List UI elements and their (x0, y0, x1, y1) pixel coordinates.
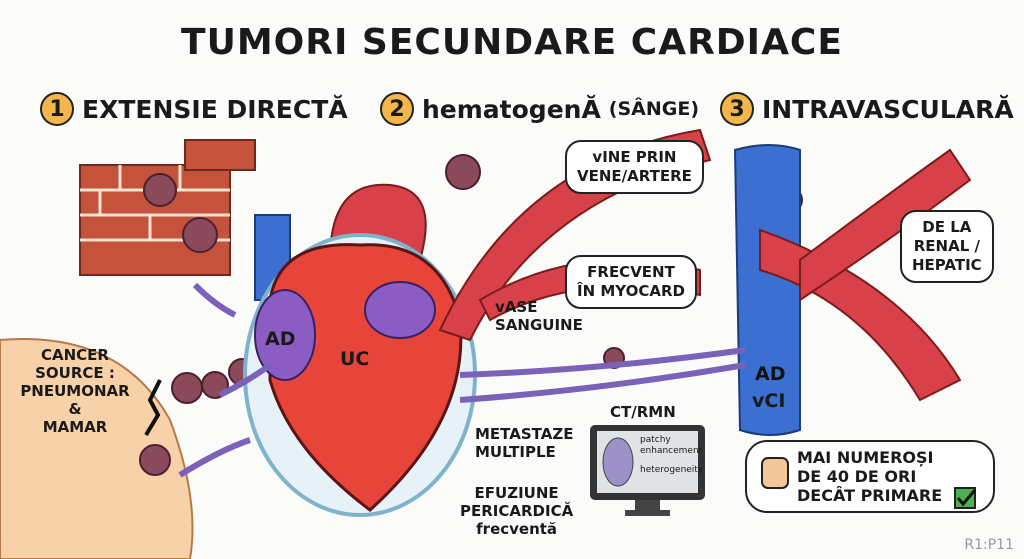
monitor-icon (590, 425, 705, 516)
section-3-heading: 3 INTRAVASCULARĂ (720, 92, 1014, 126)
tissue-shape (0, 338, 194, 559)
flow-arrows (178, 282, 746, 478)
section-label: hematogenĂ (422, 94, 601, 124)
step-badge: 3 (720, 92, 754, 126)
section-1-heading: 1 EXTENSIE DIRECTĂ (40, 92, 348, 126)
step-badge: 2 (380, 92, 414, 126)
section-sublabel: (SÂNGE) (608, 98, 700, 120)
page-code: R1:P11 (964, 537, 1014, 553)
uc-label: UC (340, 348, 370, 370)
section-label: INTRAVASCULARĂ (762, 94, 1014, 124)
page-title: TUMORI SECUNDARE CARDIACE (181, 22, 843, 63)
vci-label: vCI (752, 390, 786, 412)
ct-label: CT/RMN (610, 403, 676, 421)
ad-right-label: AD (755, 363, 786, 385)
brick-wall-icon (79, 139, 256, 276)
section-2-heading: 2 hematogenĂ (SÂNGE) (380, 92, 699, 126)
step-badge: 1 (40, 92, 74, 126)
section-label: EXTENSIE DIRECTĂ (82, 94, 348, 124)
ad-label: AD (265, 328, 296, 350)
